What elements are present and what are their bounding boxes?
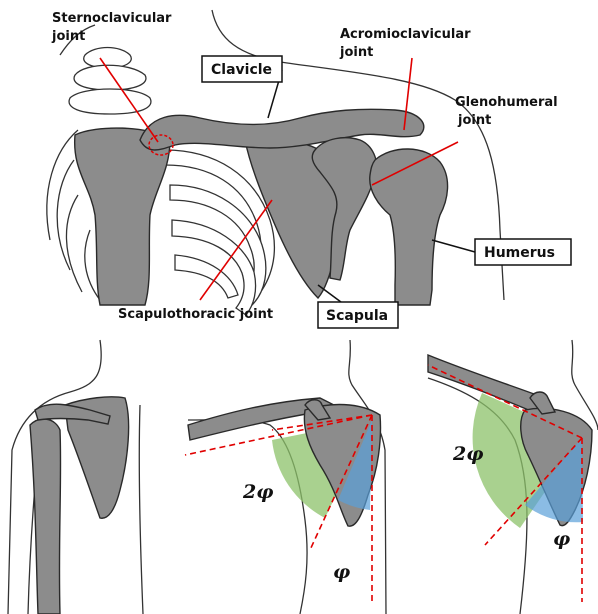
clavicle-label: Clavicle — [211, 62, 272, 78]
cervical-vertebrae — [69, 48, 151, 115]
bottom-middle-figure: 2φ φ — [185, 340, 386, 614]
sternoclavicular-label-line2: joint — [51, 29, 85, 44]
acromioclavicular-label-line1: Acromioclavicular — [340, 27, 471, 42]
middle-2phi-label: 2φ — [242, 481, 273, 503]
right-2phi-label: 2φ — [452, 443, 483, 465]
top-anatomy-figure: Sternoclavicular joint Acromioclavicular… — [47, 10, 571, 328]
scapula-label: Scapula — [326, 308, 388, 324]
sternoclavicular-label-line1: Sternoclavicular — [52, 11, 172, 26]
scapulothoracic-label: Scapulothoracic joint — [118, 307, 273, 322]
bottom-right-figure: 2φ φ — [428, 340, 598, 614]
humerus-pointer — [432, 240, 475, 252]
humerus-label: Humerus — [484, 245, 555, 261]
clavicle-bone — [140, 109, 424, 150]
acromioclavicular-label-line2: joint — [339, 45, 373, 60]
middle-phi-label: φ — [333, 561, 350, 583]
left-humerus — [30, 419, 61, 614]
humerus-bone — [370, 149, 448, 305]
glenohumeral-label-line1: Glenohumeral — [455, 95, 558, 110]
right-phi-label: φ — [553, 528, 570, 550]
glenohumeral-label-line2: joint — [457, 113, 491, 128]
bottom-left-figure — [8, 340, 143, 614]
